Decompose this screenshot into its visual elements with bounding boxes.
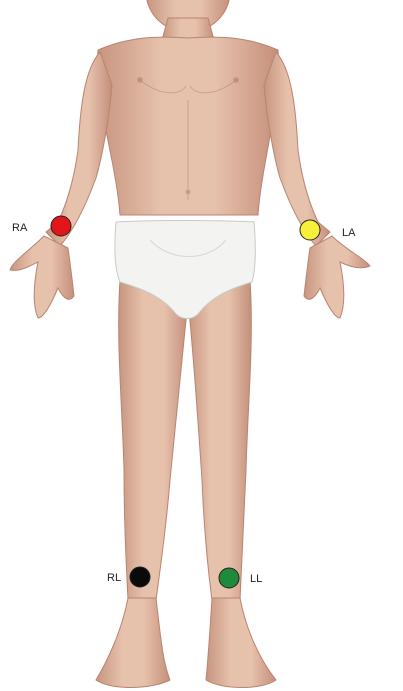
left-arm (264, 52, 330, 246)
electrode-ll (219, 568, 239, 588)
electrode-la (300, 220, 320, 240)
electrode-ra (51, 216, 71, 236)
label-rl: RL (107, 572, 121, 584)
left-hand (304, 236, 370, 318)
electrode-rl (130, 567, 150, 587)
left-leg (188, 280, 251, 600)
label-la: LA (342, 227, 356, 239)
right-hand (10, 236, 74, 318)
body-silhouette (10, 0, 370, 688)
label-ra: RA (12, 222, 28, 234)
label-ll: LL (250, 573, 262, 585)
right-foot (96, 598, 170, 688)
left-foot (206, 598, 276, 688)
right-leg (119, 280, 188, 600)
